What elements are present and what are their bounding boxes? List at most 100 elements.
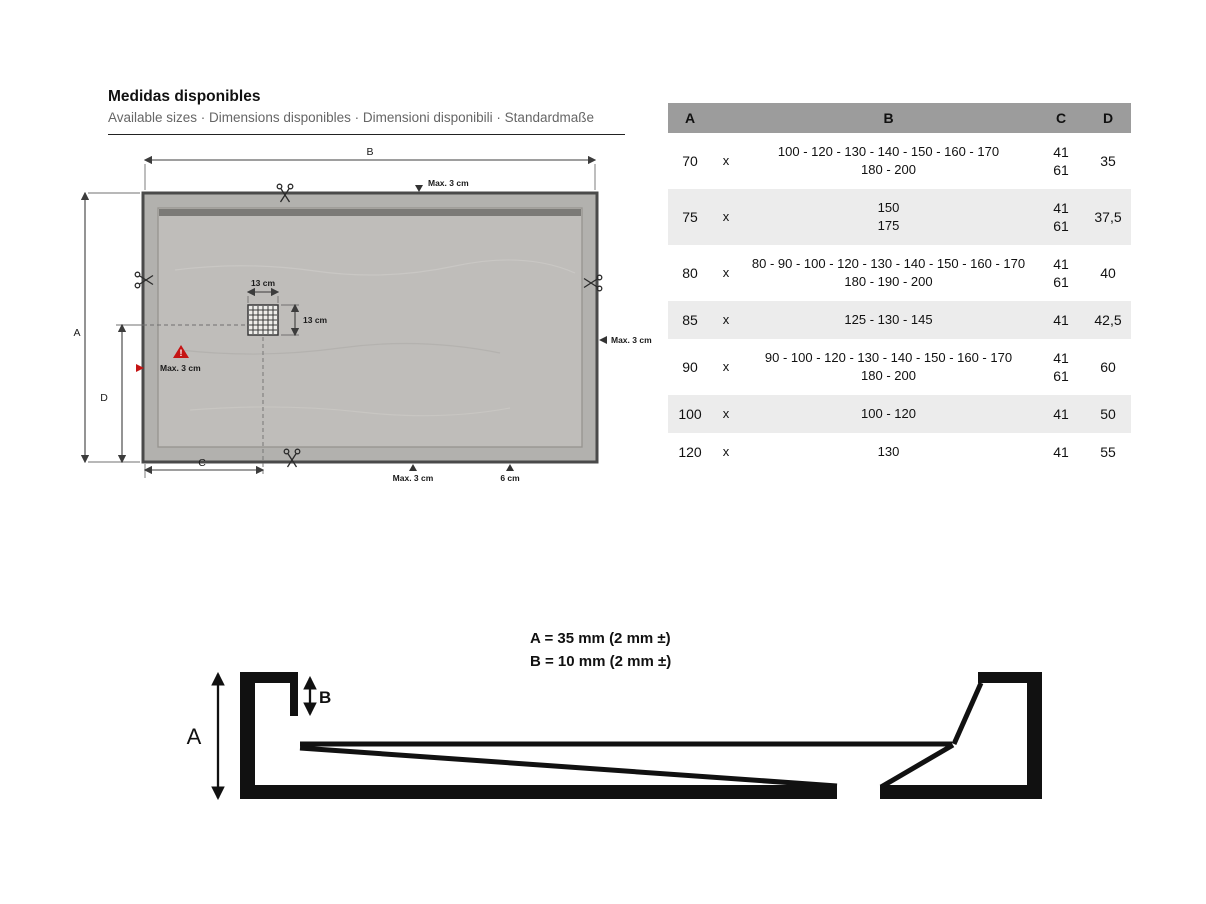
tray-cross-section-diagram: A B: [187, 671, 1042, 801]
max3-bottom-label: Max. 3 cm: [393, 473, 434, 483]
cell-d: 50: [1100, 406, 1116, 422]
scissors-icon: [283, 448, 301, 468]
profile-formulas: A = 35 mm (2 mm ±) B = 10 mm (2 mm ±): [530, 627, 671, 673]
col-header-b: B: [883, 110, 894, 126]
max3-right-label: Max. 3 cm: [611, 335, 652, 345]
col-header-c: C: [1055, 110, 1067, 126]
scissors-icon: [583, 274, 603, 292]
dimension-b: B: [143, 146, 597, 190]
table-row: 70 x 100 - 120 - 130 - 140 - 150 - 160 -…: [668, 133, 1131, 189]
table-body: 70 x 100 - 120 - 130 - 140 - 150 - 160 -…: [668, 133, 1131, 471]
col-header-d: D: [1102, 110, 1114, 126]
right-arrow-icon: [136, 364, 144, 372]
shower-tray: [141, 191, 599, 464]
dim-b-label: B: [366, 146, 373, 158]
max3-warning-label: Max. 3 cm: [160, 363, 201, 373]
cell-b: 130: [877, 444, 900, 459]
cell-a: 85: [682, 312, 698, 328]
edge-distance-label: 6 cm: [500, 473, 520, 483]
tray-top-shadow: [159, 209, 581, 216]
table-row: 80 x 80 - 90 - 100 - 120 - 130 - 140 - 1…: [668, 245, 1131, 301]
cell-b: 100 - 120: [861, 406, 916, 421]
annotation-max3-top: Max. 3 cm: [415, 178, 469, 192]
profile-a-label: A: [187, 724, 202, 749]
cell-c: 41: [1053, 312, 1069, 328]
header-divider: [108, 134, 625, 135]
cell-d: 60: [1100, 359, 1116, 375]
cell-d: 42,5: [1094, 312, 1122, 328]
scissors-icon: [276, 183, 294, 203]
cell-x: x: [722, 265, 730, 280]
dimension-d: D: [100, 323, 248, 464]
cell-b: 80 - 90 - 100 - 120 - 130 - 140 - 150 - …: [751, 256, 1026, 289]
dim-c-label: C: [198, 457, 206, 469]
cell-a: 75: [682, 209, 698, 225]
cell-d: 35: [1100, 153, 1116, 169]
up-arrow-icon: [409, 464, 417, 471]
cell-a: 100: [678, 406, 702, 422]
annotation-max3-bottom: Max. 3 cm: [393, 464, 434, 483]
annotation-6cm: 6 cm: [500, 464, 520, 483]
page-title: Medidas disponibles: [108, 88, 261, 105]
table-row: 120 x 130 41 55: [668, 433, 1131, 471]
annotation-max3-right: Max. 3 cm: [599, 335, 652, 345]
stone-texture-line: [179, 342, 501, 355]
cell-x: x: [722, 406, 730, 421]
dimension-drain-width: 13 cm: [246, 278, 280, 303]
cell-x: x: [722, 312, 730, 327]
sizes-table: A B C D 70 x 100 - 120 - 130 - 140 - 150…: [668, 103, 1131, 471]
cell-c: 41: [1053, 406, 1069, 422]
stone-texture-line: [189, 406, 511, 417]
max3-top-label: Max. 3 cm: [428, 178, 469, 188]
up-arrow-icon: [506, 464, 514, 471]
formula-b: B = 10 mm (2 mm ±): [530, 653, 672, 670]
cell-c: 41: [1053, 444, 1069, 460]
left-arrow-icon: [599, 336, 607, 344]
cell-x: x: [722, 359, 730, 374]
profile-b-label: B: [319, 688, 331, 707]
dimension-a: A: [73, 191, 140, 464]
down-arrow-icon: [415, 185, 423, 192]
dim-a-label: A: [73, 327, 80, 339]
cell-a: 80: [682, 265, 698, 281]
dimension-drain-height: 13 cm: [281, 303, 328, 337]
stone-texture-line: [174, 259, 576, 276]
cell-b: 125 - 130 - 145: [844, 312, 933, 327]
tray-top-view-diagram: B A D C 13 cm: [73, 146, 652, 483]
cell-a: 70: [682, 153, 698, 169]
dimension-c: C: [143, 337, 265, 478]
cell-x: x: [722, 153, 730, 168]
cross-section-shape: [240, 672, 1042, 799]
profile-dimension-b: B: [303, 675, 331, 717]
warning-triangle-icon: [173, 345, 189, 358]
cell-a: 120: [678, 444, 702, 460]
formula-a: A = 35 mm (2 mm ±): [530, 630, 671, 647]
col-header-a: A: [684, 110, 696, 126]
dim-d-label: D: [100, 392, 108, 404]
drain-height-label: 13 cm: [303, 315, 328, 325]
cell-a: 90: [682, 359, 698, 375]
header: Medidas disponibles Available sizes · Di…: [108, 88, 625, 135]
profile-dimension-a: A: [187, 671, 225, 801]
table-row: 100 x 100 - 120 41 50: [668, 395, 1131, 433]
scissors-icon: [134, 271, 154, 289]
warning-exclamation: !: [180, 348, 183, 358]
cell-d: 55: [1100, 444, 1116, 460]
cell-x: x: [722, 209, 730, 224]
tray-inner-surface: [157, 207, 583, 448]
cell-d: 40: [1100, 265, 1116, 281]
cell-x: x: [722, 444, 730, 459]
annotation-warning: ! Max. 3 cm: [136, 345, 201, 373]
page-subtitle: Available sizes · Dimensions disponibles…: [108, 110, 594, 125]
table-header-row: A B C D: [668, 103, 1131, 133]
drain-width-label: 13 cm: [251, 278, 276, 288]
cell-b: 90 - 100 - 120 - 130 - 140 - 150 - 160 -…: [764, 350, 1013, 383]
table-row: 90 x 90 - 100 - 120 - 130 - 140 - 150 - …: [668, 339, 1131, 395]
